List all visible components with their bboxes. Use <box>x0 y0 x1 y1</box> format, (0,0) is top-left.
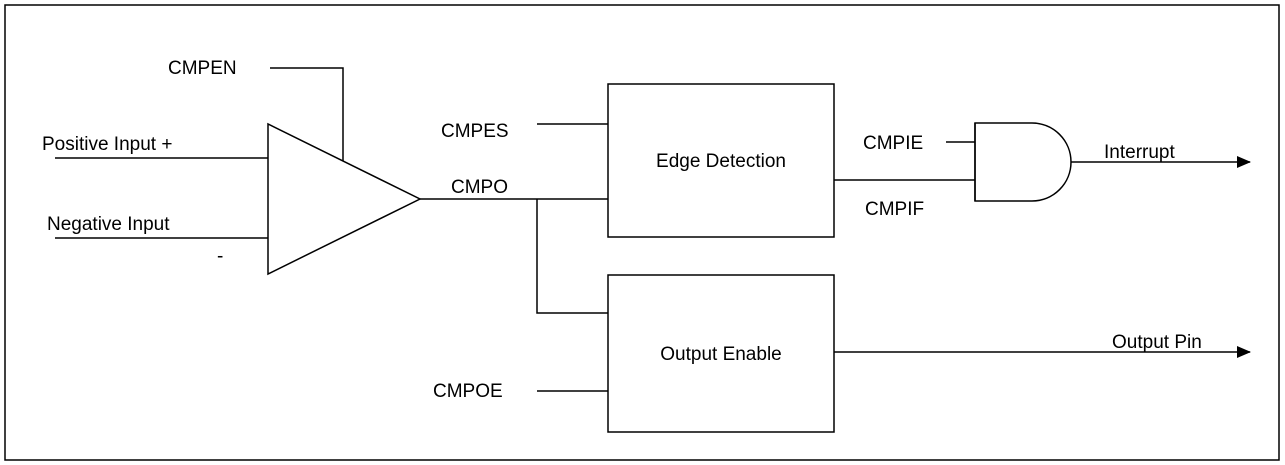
edge-detection-block <box>607 83 835 238</box>
and-gate-symbol <box>974 122 1072 202</box>
positive-input-label: Positive Input + <box>42 134 172 155</box>
interrupt-label: Interrupt <box>1104 142 1175 163</box>
cmpie-label: CMPIE <box>863 133 923 154</box>
cmpoe-label: CMPOE <box>433 381 503 402</box>
cmpen-line <box>270 67 344 161</box>
comparator-symbol <box>267 122 422 276</box>
negative-sign-label: - <box>217 246 223 267</box>
cmpif-label: CMPIF <box>865 199 924 220</box>
edge-detection-label: Edge Detection <box>656 151 786 172</box>
negative-input-label: Negative Input <box>47 214 170 235</box>
cmpo-branch-line <box>536 199 608 314</box>
output-enable-block <box>607 274 835 433</box>
output-pin-label: Output Pin <box>1112 332 1202 353</box>
diagram-frame <box>4 4 1280 461</box>
cmpo-label: CMPO <box>451 177 508 198</box>
cmpes-label: CMPES <box>441 121 509 142</box>
cmpen-label: CMPEN <box>168 58 237 79</box>
output-enable-label: Output Enable <box>660 344 781 365</box>
